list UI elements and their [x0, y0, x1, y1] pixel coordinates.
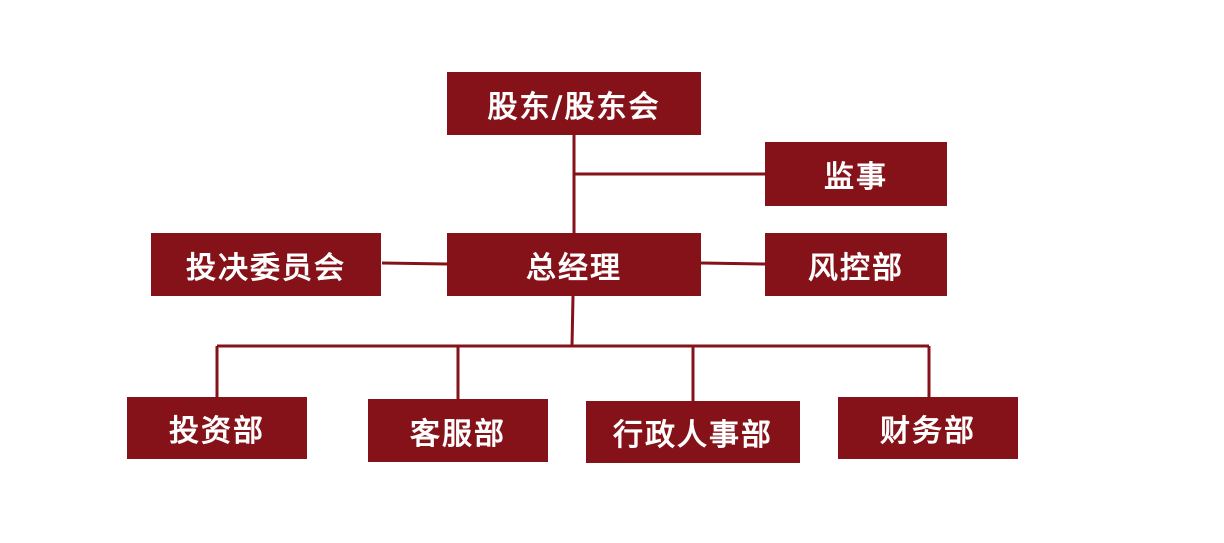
node-investment-committee-label: 投决委员会 — [186, 250, 346, 286]
node-customer-service: 客服部 — [368, 399, 548, 462]
node-customer-service-label: 客服部 — [410, 416, 506, 452]
node-investment-dept-label: 投资部 — [169, 414, 265, 449]
node-risk-control: 风控部 — [765, 233, 947, 296]
node-admin-hr-label: 行政人事部 — [613, 418, 773, 453]
node-admin-hr: 行政人事部 — [586, 401, 800, 463]
connector-committee-to-gm — [381, 261, 448, 266]
node-finance: 财务部 — [838, 397, 1018, 459]
node-general-manager-label: 总经理 — [526, 250, 622, 286]
node-supervisor: 监事 — [765, 142, 947, 206]
node-shareholders-label: 股东/股东会 — [487, 89, 661, 125]
node-finance-label: 财务部 — [880, 414, 976, 449]
node-risk-control-label: 风控部 — [808, 250, 904, 286]
node-supervisor-label: 监事 — [824, 160, 888, 195]
node-investment-dept: 投资部 — [127, 397, 307, 459]
node-general-manager: 总经理 — [447, 233, 701, 296]
connector-gm-to-risk — [700, 261, 766, 266]
connector-gm-to-bus — [570, 295, 575, 347]
node-investment-committee: 投决委员会 — [151, 233, 381, 296]
node-shareholders: 股东/股东会 — [447, 72, 701, 135]
